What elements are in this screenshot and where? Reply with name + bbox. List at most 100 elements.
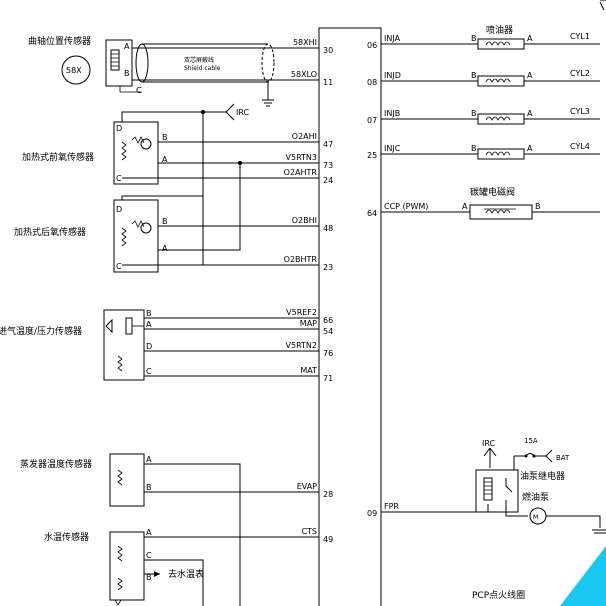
left-signal-name: MAP [300, 319, 317, 328]
svg-text:B: B [124, 69, 130, 78]
map-sensor-label: 进气温度/压力传感器 [0, 325, 82, 337]
right-signal-name: INJC [384, 144, 401, 153]
svg-text:C: C [146, 551, 152, 560]
left-signal-name: V5REF2 [286, 308, 317, 317]
right-signal-name: INJA [384, 34, 401, 43]
coolant-connector [109, 531, 145, 601]
injector-pin-b: B [471, 109, 477, 118]
crank-badge-text: 58X [66, 66, 82, 75]
left-signal-name: 58XLO [291, 70, 317, 79]
left-signal-name: CTS [301, 527, 317, 536]
cylinder-label: CYL1 [570, 32, 590, 41]
right-signal-name: CCP (PWM) [384, 202, 428, 211]
o2-front-label: 加热式前氧传感器 [22, 151, 94, 163]
irc-label-2: IRC [482, 439, 496, 448]
valve-pin-b: B [535, 202, 541, 211]
left-signal-pin: 73 [323, 161, 333, 170]
coolant-sensor-label: 水温传感器 [44, 531, 89, 543]
evap-sensor-label: 蒸发器温度传感器 [20, 458, 92, 470]
canister-valve-label: 碳罐电磁阀 [470, 186, 515, 198]
crank-coil-icon [110, 49, 120, 71]
injector-pin-a: A [527, 109, 533, 118]
svg-text:D: D [146, 342, 152, 351]
fuse-label: 15A [524, 437, 538, 445]
o2-rear-label: 加热式后氧传感器 [14, 226, 86, 238]
o2-rear-connector [113, 199, 159, 273]
ignition-coil-label: PCP点火线圈 [472, 589, 525, 601]
left-signal-pin: 66 [323, 316, 333, 325]
injector-coil-icon [477, 148, 525, 160]
svg-text:C: C [116, 174, 122, 183]
svg-text:C: C [116, 262, 122, 271]
left-signal-pin: 47 [323, 140, 333, 149]
crank-badge [61, 55, 91, 85]
svg-text:D: D [116, 205, 122, 214]
svg-text:A: A [146, 320, 152, 329]
right-signal-name: INJD [384, 71, 401, 80]
left-signal-pin: 54 [323, 327, 333, 336]
svg-text:A: A [162, 244, 168, 253]
injector-coil-icon [477, 113, 525, 125]
injector-pin-a: A [527, 34, 533, 43]
injector-pin-b: B [471, 71, 477, 80]
left-signal-name: V5RTN3 [286, 153, 318, 162]
left-signal-pin: 23 [323, 263, 333, 272]
injector-coil-icon [477, 38, 525, 50]
irc-label-1: IRC [236, 108, 250, 117]
svg-text:B: B [146, 573, 152, 582]
cylinder-label: CYL3 [570, 107, 590, 116]
svg-text:A: A [146, 528, 152, 537]
left-signal-name: V5RTN2 [286, 341, 318, 350]
map-connector [103, 309, 145, 381]
right-signal-name: INJB [384, 109, 400, 118]
ecu-box [318, 27, 382, 606]
injector-pin-a: A [527, 144, 533, 153]
right-signal-name: FPR [384, 502, 399, 511]
o2-front-connector [113, 121, 159, 185]
bat-label: BAT [556, 454, 570, 462]
left-signal-pin: 49 [323, 535, 333, 544]
pump-relay-label: 油泵继电器 [520, 470, 565, 482]
left-signal-pin: 76 [323, 349, 333, 358]
left-signal-pin: 24 [323, 176, 333, 185]
svg-text:C: C [136, 86, 142, 95]
injector-pin-b: B [471, 144, 477, 153]
injector-coil-icon [477, 75, 525, 87]
injector-pin-b: B [471, 34, 477, 43]
injector-label: 喷油器 [486, 24, 513, 36]
right-signal-pin: 64 [367, 209, 377, 218]
svg-text:M: M [533, 514, 538, 521]
crank-sensor-label: 曲轴位置传感器 [28, 35, 91, 47]
svg-text:A: A [124, 42, 130, 51]
left-signal-pin: 30 [323, 46, 333, 55]
svg-text:B: B [146, 309, 152, 318]
cyan-decoration [560, 546, 606, 606]
left-signal-pin: 28 [323, 490, 333, 499]
injector-pin-a: A [527, 71, 533, 80]
left-signal-name: 58XHI [293, 38, 317, 47]
left-signal-name: O2AHTR [284, 168, 318, 177]
svg-text:B: B [162, 133, 168, 142]
left-signal-name: O2BHI [292, 216, 317, 225]
right-signal-pin: 07 [367, 116, 377, 125]
to-gauge-label: 去水温表 [168, 568, 204, 580]
evap-connector [109, 453, 145, 507]
right-signal-pin: 08 [367, 78, 377, 87]
left-signal-pin: 71 [323, 374, 333, 383]
left-signal-name: O2AHI [292, 132, 317, 141]
svg-text:A: A [162, 155, 168, 164]
right-signal-pin: 25 [367, 151, 377, 160]
valve-pin-a: A [462, 202, 468, 211]
svg-text:C: C [146, 367, 152, 376]
shield-cable-en: Shield cable [184, 65, 221, 72]
left-signal-pin: 48 [323, 224, 333, 233]
left-signal-name: MAT [300, 366, 317, 375]
fuel-pump-label: 燃油泵 [522, 491, 549, 503]
left-signal-pin: 11 [323, 78, 333, 87]
cylinder-label: CYL4 [570, 142, 590, 151]
left-signal-name: EVAP [297, 482, 317, 491]
